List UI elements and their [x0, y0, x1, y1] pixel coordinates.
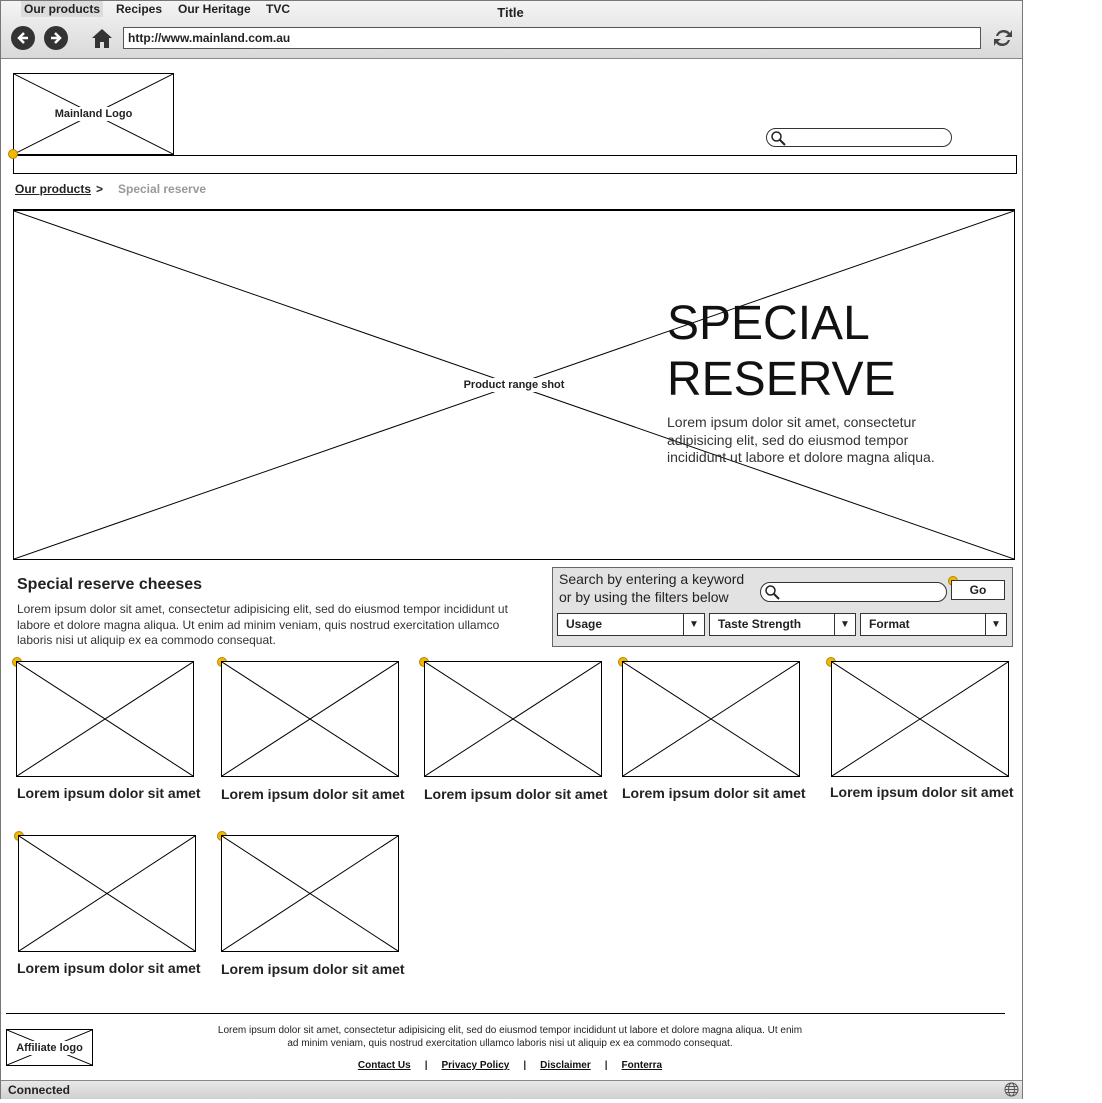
product-image[interactable]: [16, 661, 194, 777]
back-button[interactable]: [11, 26, 35, 50]
main-nav: [13, 155, 1017, 174]
site-search-input[interactable]: [766, 128, 952, 147]
status-bar: [1, 1080, 1022, 1099]
footer-link-disclaimer[interactable]: Disclaimer: [540, 1060, 591, 1071]
nav-item-recipes[interactable]: Recipes: [116, 2, 163, 16]
refresh-icon: [994, 29, 1012, 47]
chevron-down-icon: ▼: [683, 614, 704, 635]
forward-button[interactable]: [44, 26, 68, 50]
section-heading: Special reserve cheeses: [17, 576, 203, 593]
hero-title-line2: RESERVE: [667, 353, 896, 406]
globe-icon: [1004, 1082, 1019, 1097]
affiliate-logo[interactable]: Affiliate logo: [6, 1029, 93, 1066]
taste-strength-select-label: Taste Strength: [718, 617, 802, 631]
refresh-button[interactable]: [990, 25, 1016, 51]
product-title[interactable]: Lorem ipsum dolor sit amet: [17, 960, 201, 976]
placeholder-cross: [425, 662, 601, 776]
breadcrumb-parent-link[interactable]: Our products: [15, 182, 92, 196]
search-icon: [765, 585, 780, 600]
placeholder-cross: [19, 836, 195, 951]
taste-strength-select[interactable]: Taste Strength ▼: [709, 613, 856, 636]
nav-item-tvc[interactable]: TVC: [266, 2, 290, 16]
nav-item-our-products[interactable]: Our products: [21, 1, 104, 17]
product-title[interactable]: Lorem ipsum dolor sit amet: [221, 786, 405, 802]
section-description: Lorem ipsum dolor sit amet, consectetur …: [17, 602, 508, 647]
product-title[interactable]: Lorem ipsum dolor sit amet: [17, 785, 201, 801]
chevron-down-icon: ▼: [834, 614, 855, 635]
product-title[interactable]: Lorem ipsum dolor sit amet: [830, 784, 1014, 800]
go-button[interactable]: Go: [951, 580, 1005, 600]
placeholder-cross: [623, 662, 799, 776]
format-select[interactable]: Format ▼: [860, 613, 1007, 636]
hero-image-label: Product range shot: [461, 378, 567, 392]
nav-item-our-heritage[interactable]: Our Heritage: [178, 2, 251, 16]
format-select-label: Format: [869, 617, 910, 631]
product-image[interactable]: [221, 661, 399, 777]
url-input[interactable]: http://www.mainland.com.au: [123, 27, 981, 49]
filter-hint: Search by entering a keyword or by using…: [559, 571, 745, 605]
search-icon: [771, 131, 786, 146]
affiliate-logo-label: Affiliate logo: [14, 1040, 85, 1055]
breadcrumb-current: Special reserve: [118, 182, 207, 196]
footer-separator: |: [523, 1060, 527, 1071]
product-image[interactable]: [221, 835, 399, 952]
product-title[interactable]: Lorem ipsum dolor sit amet: [424, 786, 608, 802]
breadcrumb-separator: >: [96, 182, 104, 196]
hero-title-line1: SPECIAL: [667, 297, 870, 350]
footer-separator: |: [424, 1060, 428, 1071]
site-logo[interactable]: Mainland Logo: [13, 73, 174, 155]
product-title[interactable]: Lorem ipsum dolor sit amet: [622, 785, 806, 801]
hero-image: Product range shot: [13, 209, 1015, 560]
arrow-left-icon: [17, 32, 28, 44]
product-title[interactable]: Lorem ipsum dolor sit amet: [221, 961, 405, 977]
hero-description: Lorem ipsum dolor sit amet, consectetur …: [667, 414, 935, 465]
placeholder-cross: [222, 836, 398, 951]
home-button[interactable]: [90, 26, 114, 50]
product-search-input[interactable]: [760, 582, 947, 602]
placeholder-cross: [17, 662, 193, 776]
hero-title: SPECIAL RESERVE: [667, 296, 896, 408]
status-text: Connected: [8, 1083, 71, 1097]
product-image[interactable]: [18, 835, 196, 952]
product-image[interactable]: [831, 661, 1009, 777]
placeholder-cross: [222, 662, 398, 776]
arrow-right-icon: [51, 32, 62, 44]
usage-select[interactable]: Usage ▼: [557, 613, 705, 636]
footer-text: Lorem ipsum dolor sit amet, consectetur …: [217, 1025, 803, 1049]
footer-link-privacy-policy[interactable]: Privacy Policy: [441, 1060, 510, 1071]
placeholder-cross: [832, 662, 1008, 776]
logo-label: Mainland Logo: [52, 107, 135, 121]
product-image[interactable]: [424, 661, 602, 777]
usage-select-label: Usage: [566, 617, 603, 631]
footer-link-contact-us[interactable]: Contact Us: [357, 1060, 411, 1071]
footer-links: Contact Us | Privacy Policy | Disclaimer | Fon…: [215, 1060, 805, 1071]
home-icon: [92, 29, 112, 48]
chevron-down-icon: ▼: [985, 614, 1006, 635]
footer-link-fonterra[interactable]: Fonterra: [621, 1060, 663, 1071]
window-title: Title: [497, 5, 524, 20]
link-pin-icon: [8, 149, 18, 159]
product-image[interactable]: [622, 661, 800, 777]
footer-separator: |: [604, 1060, 608, 1071]
footer-divider: [6, 1013, 1005, 1014]
